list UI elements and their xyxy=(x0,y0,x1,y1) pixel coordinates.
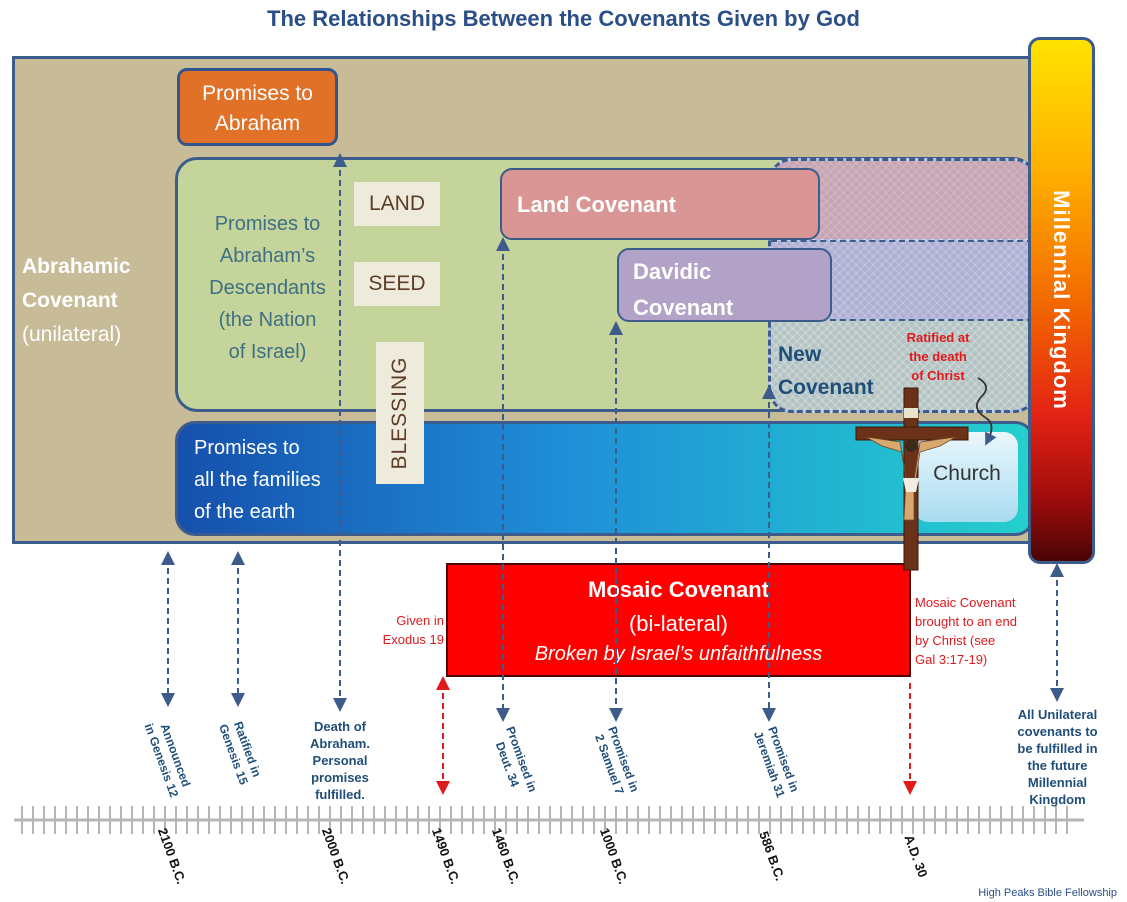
descendants-line: (the Nation xyxy=(218,309,317,331)
label-line: Abraham. xyxy=(310,736,370,751)
promises-abraham-line1: Promises to xyxy=(202,82,313,105)
abrahamic-line1: Abrahamic xyxy=(22,255,131,278)
footer-credit: High Peaks Bible Fellowship xyxy=(978,887,1117,899)
label-death-of-abraham: Death of Abraham. Personal promises fulf… xyxy=(300,718,380,803)
note-line: Ratified at xyxy=(906,330,970,345)
millennial-kingdom-bar xyxy=(1028,37,1095,564)
label-line: Personal xyxy=(312,753,368,768)
mosaic-note: Broken by Israel’s unfaithfulness xyxy=(534,643,823,665)
diagram-title: The Relationships Between the Covenants … xyxy=(267,6,860,31)
note-line: the death xyxy=(909,349,967,364)
label-line: be fulfilled in xyxy=(1017,741,1098,756)
land-covenant-box: Land Covenant xyxy=(500,168,820,240)
families-line: all the families xyxy=(194,469,321,491)
new-covenant-line1: New xyxy=(778,343,822,366)
descendants-line: Abraham’s xyxy=(219,245,316,267)
abrahamic-line2: Covenant xyxy=(22,289,118,312)
crucifix-icon xyxy=(855,387,969,571)
dashed-divider xyxy=(771,319,1033,321)
note-line: brought to an end xyxy=(915,614,1017,629)
brought-to-end-note: Mosaic Covenant brought to an end by Chr… xyxy=(915,593,1045,669)
descendants-line: Promises to xyxy=(214,213,321,235)
davidic-line1: Davidic xyxy=(633,259,712,284)
note-line: Mosaic Covenant xyxy=(915,595,1016,610)
label-line: covenants to xyxy=(1017,724,1098,739)
blessing-tag: BLESSING xyxy=(376,342,424,484)
promises-abraham-line2: Abraham xyxy=(214,112,301,135)
label-unilateral-fulfilled: All Unilateral covenants to be fulfilled… xyxy=(1000,706,1115,808)
descendants-line: of Israel) xyxy=(228,341,307,363)
descendants-line: Descendants xyxy=(209,277,326,299)
descendants-label: Promises to Abraham’s Descendants (the N… xyxy=(195,208,340,368)
davidic-covenant-box: Davidic Covenant xyxy=(617,248,832,322)
mosaic-covenant-box: Mosaic Covenant (bi-lateral) Broken by I… xyxy=(446,563,911,677)
label-line: Kingdom xyxy=(1029,792,1086,807)
seed-tag: SEED xyxy=(354,262,440,306)
label-line: promises xyxy=(311,770,369,785)
label-line: the future xyxy=(1027,758,1088,773)
ratified-note: Ratified at the death of Christ xyxy=(898,328,978,385)
note-line: Given in xyxy=(396,613,444,628)
given-in-exodus-note: Given in Exodus 19 xyxy=(374,611,444,649)
abrahamic-covenant-label: Abrahamic Covenant (unilateral) xyxy=(22,250,162,352)
label-line: Death of xyxy=(314,719,366,734)
families-label: Promises to all the families of the eart… xyxy=(194,432,359,528)
note-line: Gal 3:17-19) xyxy=(915,652,988,667)
new-covenant-label: New Covenant xyxy=(778,338,874,404)
note-line: of Christ xyxy=(911,368,965,383)
label-line: fulfilled. xyxy=(315,787,365,802)
squiggle-arrow xyxy=(976,377,997,446)
families-line: of the earth xyxy=(194,501,296,523)
abrahamic-line3: (unilateral) xyxy=(22,323,122,346)
label-line: All Unilateral xyxy=(1017,707,1098,722)
dashed-divider xyxy=(771,240,1033,242)
new-covenant-nation-band xyxy=(771,320,1033,410)
new-covenant-line2: Covenant xyxy=(778,376,874,399)
note-line: by Christ (see xyxy=(915,633,996,648)
promises-to-abraham-box: Promises to Abraham xyxy=(177,68,338,146)
church-label: Church xyxy=(933,462,1001,485)
note-line: Exodus 19 xyxy=(382,632,444,647)
families-line: Promises to xyxy=(194,437,300,459)
land-tag: LAND xyxy=(354,182,440,226)
label-line: Millennial xyxy=(1027,775,1088,790)
mosaic-subtitle: (bi-lateral) xyxy=(628,611,729,636)
davidic-line2: Covenant xyxy=(633,295,734,320)
